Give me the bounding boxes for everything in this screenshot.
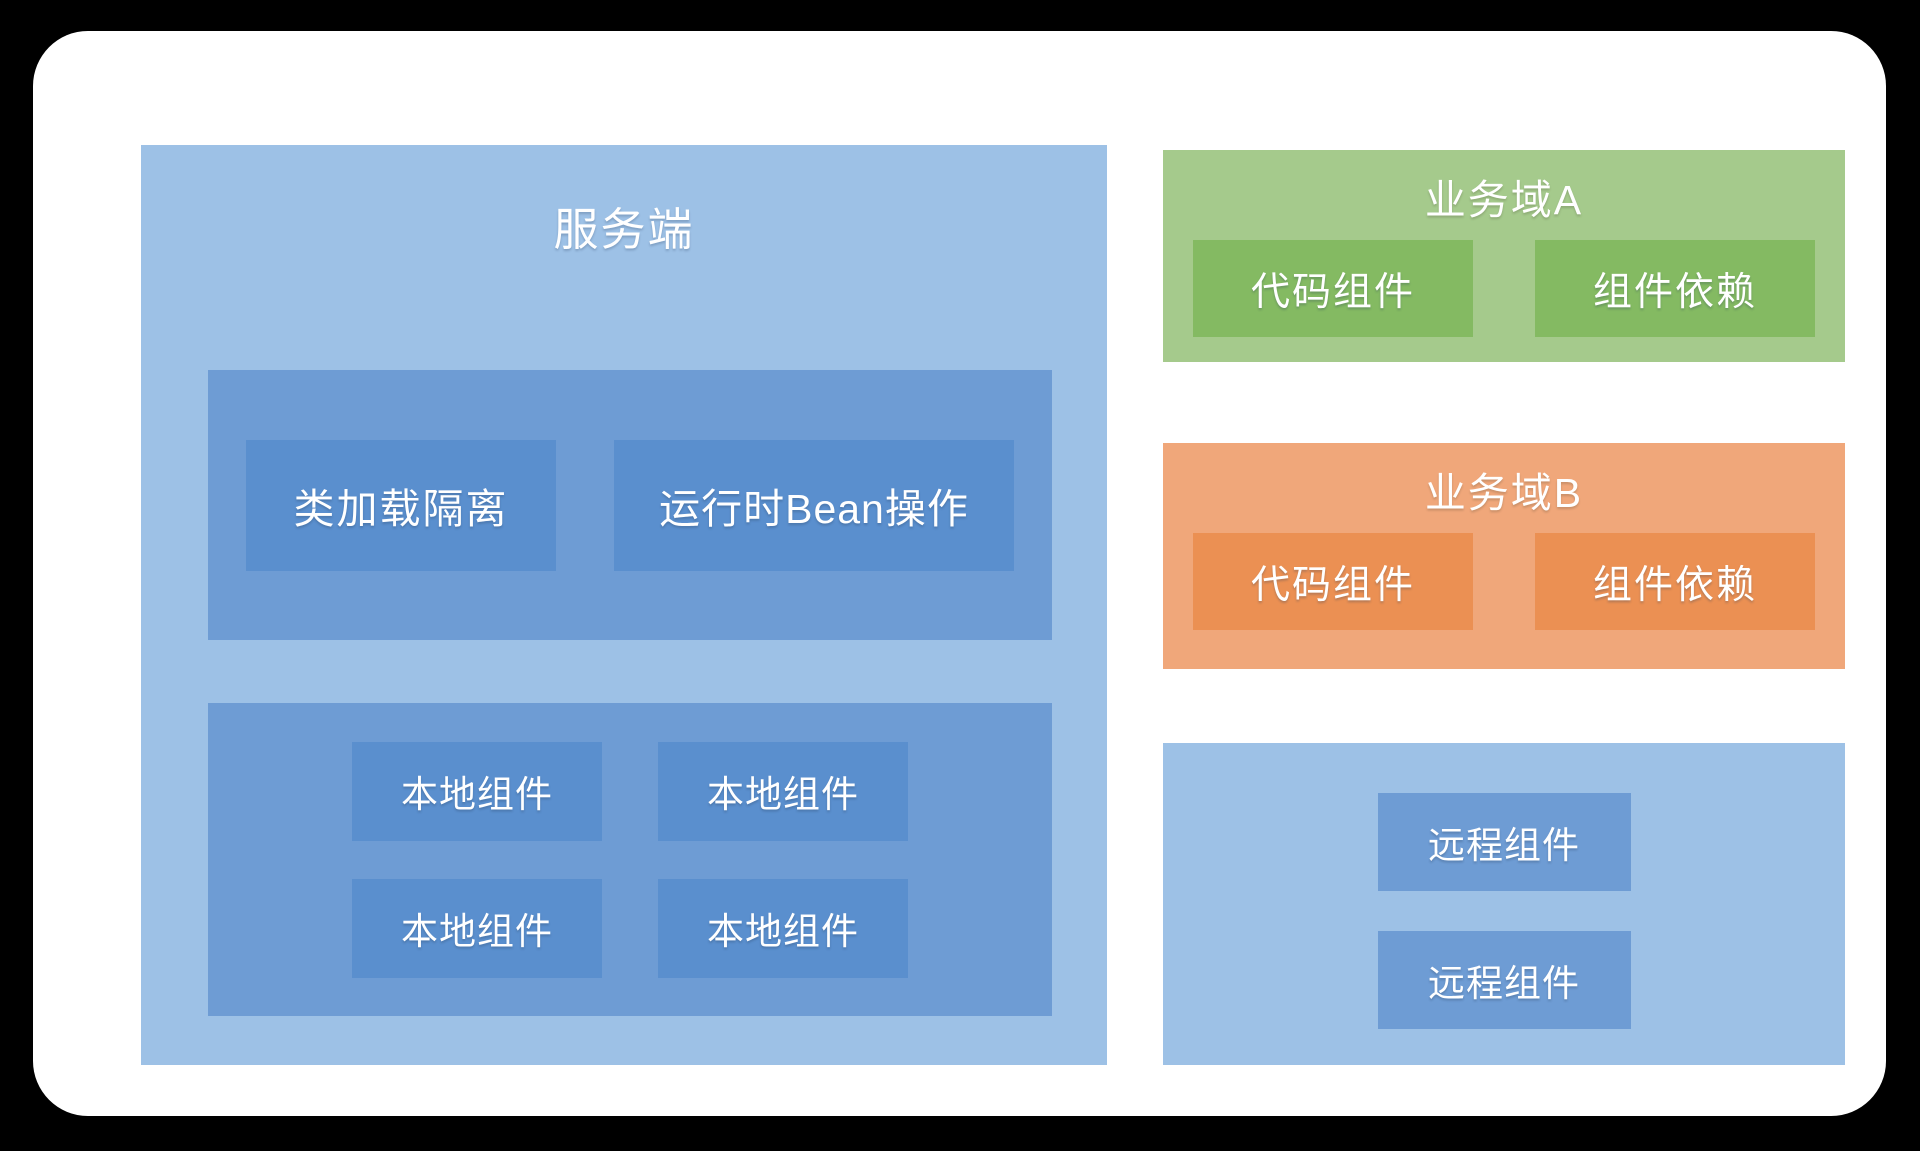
- class-isolation-box: 类加载隔离: [246, 439, 556, 571]
- runtime-bean-box: 运行时Bean操作: [614, 439, 1014, 571]
- domain-b-box: 业务域B 代码组件 组件依赖: [1163, 443, 1845, 669]
- local-component-box: 本地组件: [352, 878, 602, 978]
- component-dependency-box: 组件依赖: [1535, 533, 1815, 630]
- remote-group-box: 远程组件 远程组件: [1163, 743, 1845, 1065]
- domain-a-items: 代码组件 组件依赖: [1193, 240, 1815, 337]
- local-group-row: 本地组件 本地组件: [352, 741, 908, 841]
- local-group: 本地组件 本地组件 本地组件 本地组件: [208, 703, 1052, 1016]
- server-title: 服务端: [553, 204, 695, 255]
- local-component-box: 本地组件: [352, 741, 602, 841]
- local-component-box: 本地组件: [658, 741, 908, 841]
- diagram-card: 服务端 类加载隔离 运行时Bean操作 本地组件 本地组件 本地组件 本地组件 …: [33, 31, 1886, 1116]
- component-dependency-box: 组件依赖: [1535, 240, 1815, 337]
- runtime-group: 类加载隔离 运行时Bean操作: [208, 370, 1052, 640]
- local-group-row: 本地组件 本地组件: [352, 878, 908, 978]
- domain-a-title: 业务域A: [1424, 177, 1584, 223]
- remote-component-box: 远程组件: [1377, 793, 1631, 891]
- code-component-box: 代码组件: [1193, 533, 1473, 630]
- code-component-box: 代码组件: [1193, 240, 1473, 337]
- domain-a-box: 业务域A 代码组件 组件依赖: [1163, 150, 1845, 362]
- remote-component-box: 远程组件: [1377, 931, 1631, 1029]
- local-component-box: 本地组件: [658, 878, 908, 978]
- domain-b-items: 代码组件 组件依赖: [1193, 533, 1815, 630]
- domain-b-title: 业务域B: [1424, 470, 1584, 516]
